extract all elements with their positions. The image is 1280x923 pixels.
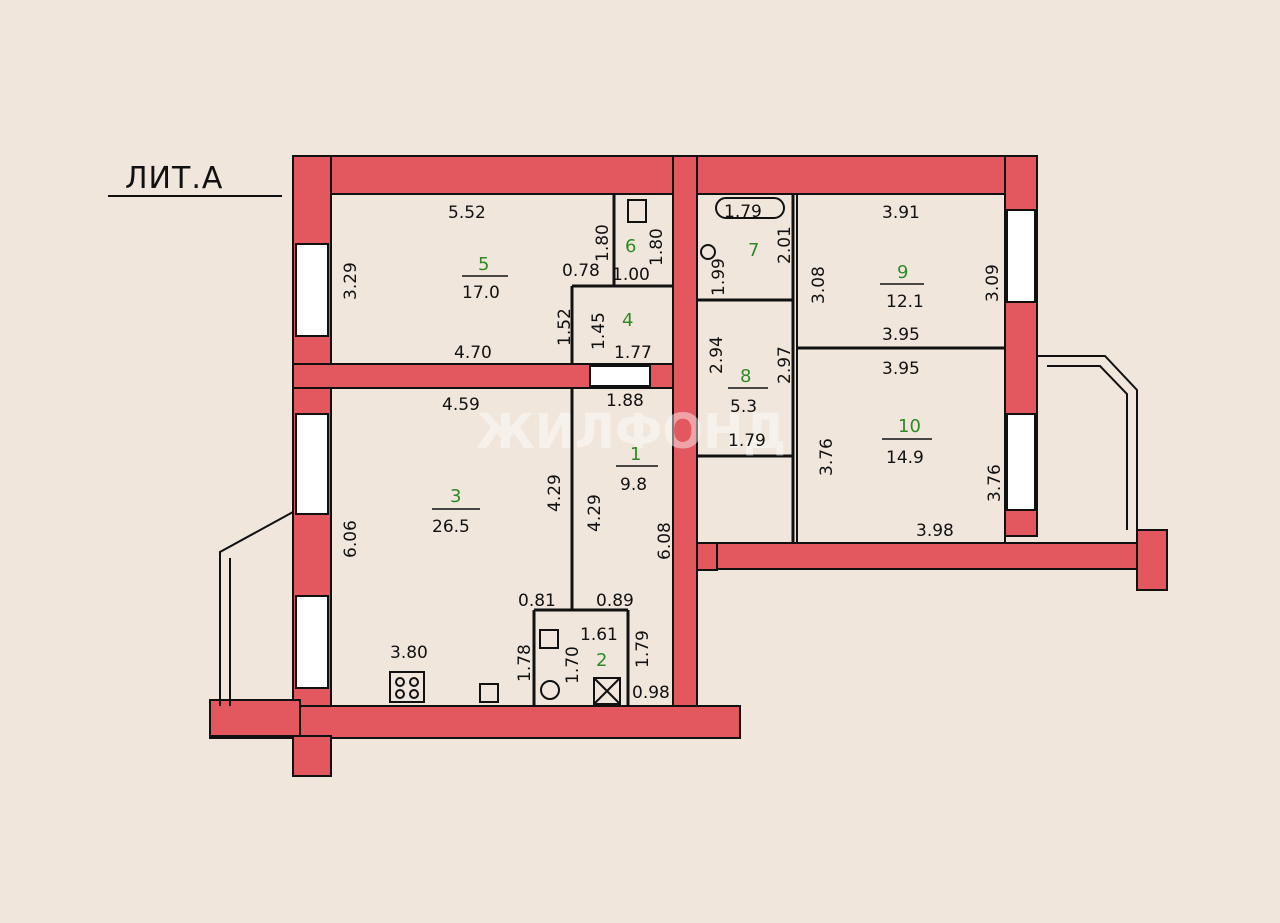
room-number: 6 [625,236,636,257]
svg-text:1.00: 1.00 [612,265,650,285]
svg-text:3.95: 3.95 [882,325,920,345]
room-area: 12.1 [886,292,924,312]
room-interiors [330,193,1006,707]
svg-text:2.97: 2.97 [775,346,795,384]
room-area: 26.5 [432,517,470,537]
svg-text:1.80: 1.80 [647,228,667,266]
balconies [219,355,1138,706]
svg-text:4.70: 4.70 [454,343,492,363]
room-area: 14.9 [886,448,924,468]
svg-text:1.88: 1.88 [606,391,644,411]
bathtub-icon [715,197,785,219]
room-number: 3 [450,486,461,507]
svg-text:1.79: 1.79 [633,630,653,668]
room-labels: 5 17.0 6 4 7 9 12.1 3 26.5 1 9.8 8 5.3 1… [432,236,932,671]
svg-text:6.06: 6.06 [341,520,361,558]
toilet2-icon [540,680,560,700]
svg-text:0.89: 0.89 [596,591,634,611]
stove-icon [389,671,425,703]
svg-text:5.52: 5.52 [448,203,486,223]
window-room5 [295,243,329,337]
svg-text:1.80: 1.80 [593,224,613,262]
svg-text:4.29: 4.29 [585,494,605,532]
plan-title: ЛИТ.А [125,161,223,196]
svg-text:3.95: 3.95 [882,359,920,379]
washer-icon [593,677,621,705]
partitions [532,194,1005,706]
doorway-hall [589,365,651,387]
svg-text:3.76: 3.76 [817,438,837,476]
svg-text:0.98: 0.98 [632,683,670,703]
svg-text:1.79: 1.79 [724,202,762,222]
bath-sink-icon [539,629,559,649]
room-number: 7 [748,240,759,261]
svg-text:1.77: 1.77 [614,343,652,363]
svg-text:3.08: 3.08 [809,266,829,304]
svg-text:1.45: 1.45 [589,312,609,350]
watermark: ЖИЛФОНД [476,404,786,460]
svg-text:3.09: 3.09 [983,264,1003,302]
svg-text:1.79: 1.79 [728,431,766,451]
toilet-icon [627,199,647,223]
room-area: 17.0 [462,283,500,303]
room-number: 5 [478,254,489,275]
room-number: 10 [898,416,921,437]
svg-text:0.81: 0.81 [518,591,556,611]
window-room9 [1006,209,1036,303]
room-number: 8 [740,366,751,387]
room-number: 1 [630,444,641,465]
svg-text:3.91: 3.91 [882,203,920,223]
svg-text:0.78: 0.78 [562,261,600,281]
svg-text:3.98: 3.98 [916,521,954,541]
window-room3-bottom [295,595,329,689]
room-area: 9.8 [620,475,647,495]
svg-text:1.99: 1.99 [709,258,729,296]
svg-text:4.29: 4.29 [545,474,565,512]
fixtures [389,197,785,705]
svg-text:1.70: 1.70 [563,646,583,684]
dimension-labels: 5.52 3.29 4.70 0.78 1.80 1.80 1.00 1.52 … [341,202,1005,703]
windows [295,209,1036,689]
kitchen-sink-icon [479,683,499,703]
window-room10 [1006,413,1036,511]
svg-text:6.08: 6.08 [655,522,675,560]
room-number: 2 [596,650,607,671]
svg-text:4.59: 4.59 [442,395,480,415]
svg-text:2.94: 2.94 [707,336,727,374]
svg-text:1.78: 1.78 [515,644,535,682]
window-room3-top [295,413,329,515]
room-number: 9 [897,262,908,283]
sink-icon [700,244,716,260]
svg-text:3.76: 3.76 [985,464,1005,502]
svg-text:2.01: 2.01 [775,226,795,264]
room-number: 4 [622,310,633,331]
svg-text:1.52: 1.52 [555,308,575,346]
svg-text:3.29: 3.29 [341,262,361,300]
room-area: 5.3 [730,397,757,417]
svg-text:1.61: 1.61 [580,625,618,645]
svg-text:3.80: 3.80 [390,643,428,663]
